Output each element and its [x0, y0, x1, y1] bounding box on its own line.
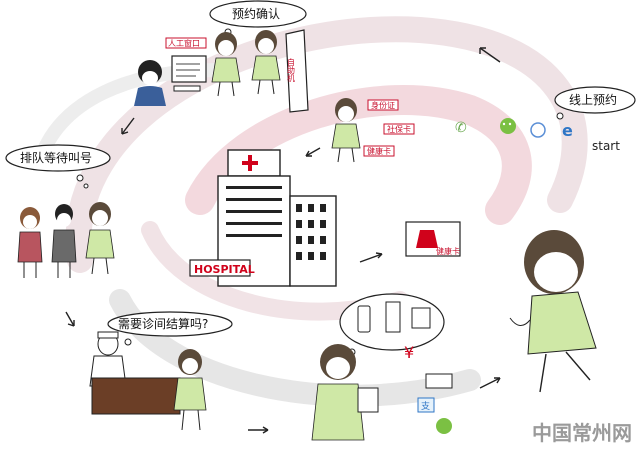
phone-icon-2 [357, 305, 371, 333]
bubble-right-text: 线上预约 [569, 92, 617, 107]
health-card-label: 健康卡 [436, 246, 460, 256]
alipay-icon [530, 122, 546, 138]
id-card [367, 99, 399, 111]
bubble-clinic-settlement: 需要诊间结算吗? [107, 311, 233, 346]
bubble-doctor-text: 需要诊间结算吗? [118, 316, 208, 331]
bubble-queue-wait: 排队等待叫号 [5, 144, 111, 189]
walking-girl [509, 230, 597, 393]
doctor-desk [91, 377, 181, 415]
staff-body [134, 86, 166, 106]
patient-girl-2 [251, 30, 281, 95]
bubble-online-appointment: 线上预约 [554, 86, 636, 120]
hospital-building: HOSPITAL [189, 149, 337, 287]
start-label: start [592, 139, 620, 153]
wechat-icon [500, 118, 516, 134]
phone-icon: ✆ [455, 120, 467, 136]
hospital-sign: HOSPITAL [194, 263, 255, 276]
flow-arrows [65, 47, 501, 434]
yuan-icon: ¥ [404, 343, 414, 362]
queue-people [17, 202, 115, 278]
receipt [357, 387, 379, 413]
arrow-6 [359, 253, 383, 263]
doctor-scene [89, 331, 207, 431]
wechat-pay-icon [436, 418, 452, 434]
id-card-text: 身份证 [371, 100, 395, 110]
computer-monitor [171, 55, 207, 83]
social-card-text: 社保卡 [387, 124, 411, 134]
arrow-1 [479, 47, 501, 63]
bubble-left-text: 排队等待叫号 [20, 150, 92, 165]
payment-scene: ¥ 支 [311, 293, 453, 441]
queue-girl [85, 202, 115, 275]
window-sign-text: 人工窗口 [168, 38, 200, 48]
arrow-7 [479, 377, 501, 389]
window-sign [165, 37, 207, 49]
health-card-graphic: 健康卡 [405, 221, 461, 257]
bubble-top-text: 预约确认 [232, 6, 280, 21]
arrow-5 [305, 147, 321, 157]
bank-card [425, 373, 453, 389]
cards-scene: 身份证 社保卡 健康卡 [331, 98, 415, 163]
health-card-text: 健康卡 [367, 146, 391, 156]
ie-browser-icon: e [562, 121, 573, 140]
kiosk-label: 自助机 [287, 57, 296, 83]
arrow-2 [121, 117, 135, 135]
registration-scene: 人工窗口 自助机 [134, 29, 309, 113]
social-card [383, 123, 415, 135]
alipay-pay-icon [417, 397, 435, 413]
alipay-pay-text: 支 [421, 400, 430, 412]
patient-girl-1 [211, 32, 241, 97]
queue-man [51, 204, 77, 278]
queue-woman [17, 207, 43, 278]
online-channels: ✆ e start [455, 118, 620, 153]
self-service-kiosk [285, 29, 309, 113]
watermark: 中国常州网 [532, 421, 632, 445]
arrow-3 [65, 311, 75, 327]
health-card [363, 145, 395, 157]
